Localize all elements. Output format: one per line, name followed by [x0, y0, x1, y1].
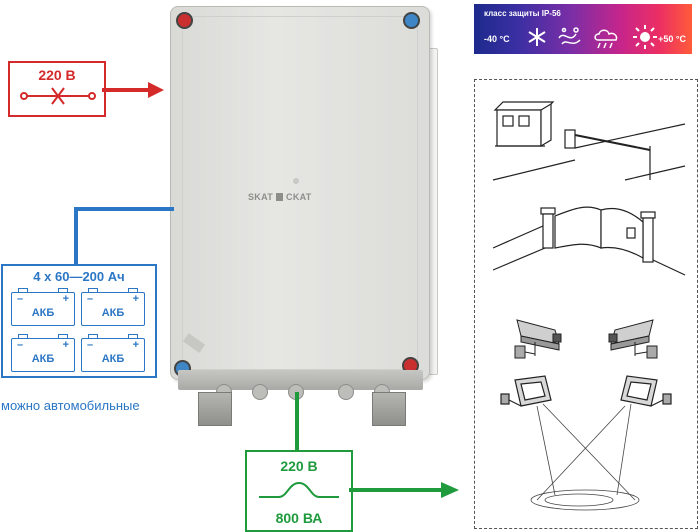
battery-label: АКБ	[101, 353, 125, 365]
power-supply-enclosure	[170, 6, 430, 380]
mounting-bracket-right	[372, 392, 406, 426]
battery-minus: –	[87, 293, 94, 305]
cable-gland-icon	[338, 384, 354, 400]
output-wire-vertical	[295, 392, 299, 452]
protection-banner: класс защиты IP-56 -40 °C +50 °C	[474, 4, 692, 54]
battery-plus: +	[62, 339, 69, 351]
snowflake-icon	[528, 28, 546, 46]
swing-gate-icon	[492, 206, 686, 276]
brand-text: SKAT	[248, 192, 274, 202]
battery-label: АКБ	[101, 307, 125, 319]
battery-capacity-label: 4 x 60—200 Ач	[33, 269, 125, 284]
battery-label: АКБ	[31, 353, 55, 365]
battery-icon: – + АКБ	[81, 288, 145, 326]
temp-min-label: -40 °C	[484, 34, 510, 44]
floodlight-icon	[620, 375, 672, 407]
protection-class-label: класс защиты IP-56	[484, 9, 561, 18]
battery-block: 4 x 60—200 Ач – + АКБ – + АКБ – + АКБ – …	[1, 264, 157, 378]
battery-wire-horizontal	[74, 207, 174, 211]
screw-red-top-left-icon	[176, 12, 193, 29]
battery-label: АКБ	[31, 307, 55, 319]
enclosure-bottom-bar	[178, 370, 423, 390]
enclosure-lid-dot	[293, 178, 299, 184]
output-voltage-label: 220 В	[280, 458, 318, 474]
brand-text-2: CKAT	[286, 192, 312, 202]
screw-blue-top-right-icon	[403, 12, 420, 29]
battery-icon: – + АКБ	[11, 288, 75, 326]
light-beams	[530, 403, 640, 511]
cable-gland-icon	[252, 384, 268, 400]
floodlight-icon	[500, 375, 552, 407]
battery-plus: +	[132, 293, 139, 305]
input-voltage-label: 220 В	[38, 67, 76, 83]
temp-max-label: +50 °C	[658, 34, 686, 44]
guard-booth-barrier-icon	[492, 101, 686, 181]
loads-area	[474, 79, 698, 529]
battery-minus: –	[17, 293, 24, 305]
output-power-box: 220 В 800 ВА	[245, 450, 353, 532]
input-power-box: 220 В	[8, 61, 106, 117]
sun-icon	[633, 25, 657, 49]
output-power-label: 800 ВА	[275, 510, 323, 526]
battery-icon: – + АКБ	[81, 334, 145, 372]
battery-plus: +	[132, 339, 139, 351]
switch-symbol-icon	[20, 87, 96, 105]
battery-icon: – + АКБ	[11, 334, 75, 372]
cctv-camera-icon	[608, 319, 658, 359]
mounting-bracket-left	[198, 392, 232, 426]
loads-illustration	[492, 101, 686, 511]
battery-minus: –	[17, 339, 24, 351]
wind-icon	[558, 27, 581, 45]
input-arrow-icon	[102, 82, 164, 98]
battery-minus: –	[87, 339, 94, 351]
battery-wire-vertical	[74, 207, 78, 266]
battery-caption: можно автомобильные	[1, 398, 140, 413]
rain-cloud-icon	[594, 29, 618, 49]
sine-wave-icon	[259, 481, 339, 498]
enclosure-lid-edge	[182, 16, 418, 370]
cctv-camera-icon	[514, 319, 562, 359]
enclosure-brand-logo: SKAT CKAT	[248, 192, 312, 202]
battery-plus: +	[62, 293, 69, 305]
brand-mark-icon	[276, 193, 284, 201]
output-arrow-icon	[349, 482, 459, 498]
